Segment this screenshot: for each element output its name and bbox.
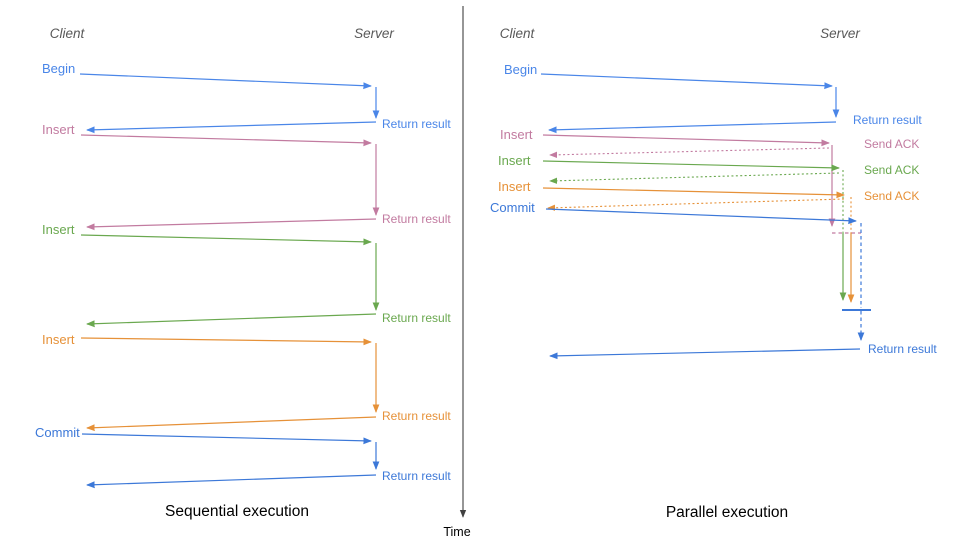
left-message-insert1: Insert Return result bbox=[42, 122, 451, 231]
right-insert3-ack-arrow bbox=[547, 198, 845, 211]
right-insert2-ack-label: Send ACK bbox=[864, 163, 919, 177]
left-client-header: Client bbox=[50, 26, 86, 41]
right-message-begin: Begin Return result bbox=[504, 62, 922, 134]
right-server-header: Server bbox=[820, 26, 860, 41]
left-insert1-response-arrow bbox=[86, 218, 377, 231]
right-commit-label: Commit bbox=[490, 200, 535, 215]
left-insert2-response-label: Return result bbox=[382, 311, 451, 325]
right-begin-label: Begin bbox=[504, 62, 537, 77]
right-begin-response-arrow bbox=[548, 121, 837, 134]
right-insert3-label: Insert bbox=[498, 179, 531, 194]
right-insert2-ack-arrow bbox=[549, 172, 840, 184]
right-insert1-request-arrow bbox=[542, 134, 830, 147]
right-message-insert3: Insert Send ACK bbox=[498, 179, 919, 303]
right-insert2-request-arrow bbox=[542, 160, 840, 172]
left-insert3-response-label: Return result bbox=[382, 409, 451, 423]
left-insert1-response-label: Return result bbox=[382, 212, 451, 226]
time-axis-label: Time bbox=[443, 525, 470, 539]
left-commit-request-arrow bbox=[81, 433, 372, 445]
right-insert2-label: Insert bbox=[498, 153, 531, 168]
right-begin-request-arrow bbox=[540, 73, 833, 90]
left-begin-response-arrow bbox=[86, 121, 377, 134]
left-server-header: Server bbox=[354, 26, 394, 41]
right-insert1-ack-label: Send ACK bbox=[864, 137, 919, 151]
sequential-panel: Client Server Begin Return result Insert… bbox=[35, 26, 451, 520]
left-insert3-label: Insert bbox=[42, 332, 75, 347]
right-insert1-label: Insert bbox=[500, 127, 533, 142]
left-message-commit: Commit Return result bbox=[35, 425, 451, 489]
parallel-panel: Client Server Begin Return result Insert… bbox=[490, 26, 937, 521]
right-message-insert2: Insert Send ACK bbox=[498, 153, 919, 301]
left-message-insert2: Insert Return result bbox=[42, 222, 451, 328]
right-message-insert1: Insert Send ACK bbox=[500, 127, 919, 234]
right-commit-response-arrow bbox=[549, 348, 861, 360]
right-insert3-request-arrow bbox=[542, 187, 845, 199]
right-message-commit: Commit Return result bbox=[490, 200, 937, 360]
right-insert3-ack-label: Send ACK bbox=[864, 189, 919, 203]
left-insert3-response-arrow bbox=[86, 416, 377, 432]
left-commit-label: Commit bbox=[35, 425, 80, 440]
left-panel-title: Sequential execution bbox=[165, 503, 309, 520]
left-insert3-request-arrow bbox=[80, 337, 372, 346]
right-begin-response-label: Return result bbox=[853, 113, 922, 127]
right-insert1-ack-arrow bbox=[549, 147, 830, 158]
left-insert2-request-arrow bbox=[80, 234, 372, 246]
left-insert2-label: Insert bbox=[42, 222, 75, 237]
left-insert1-request-arrow bbox=[80, 134, 372, 147]
left-commit-response-label: Return result bbox=[382, 469, 451, 483]
left-begin-label: Begin bbox=[42, 61, 75, 76]
left-message-insert3: Insert Return result bbox=[42, 332, 451, 432]
left-insert2-response-arrow bbox=[86, 313, 377, 328]
left-insert1-label: Insert bbox=[42, 122, 75, 137]
left-begin-request-arrow bbox=[79, 73, 372, 90]
left-begin-response-label: Return result bbox=[382, 117, 451, 131]
time-axis: Time bbox=[443, 6, 471, 539]
right-commit-request-arrow bbox=[545, 208, 857, 225]
right-commit-response-label: Return result bbox=[868, 342, 937, 356]
right-client-header: Client bbox=[500, 26, 536, 41]
left-commit-response-arrow bbox=[86, 474, 377, 489]
left-message-begin: Begin Return result bbox=[42, 61, 451, 134]
right-panel-title: Parallel execution bbox=[666, 504, 788, 521]
